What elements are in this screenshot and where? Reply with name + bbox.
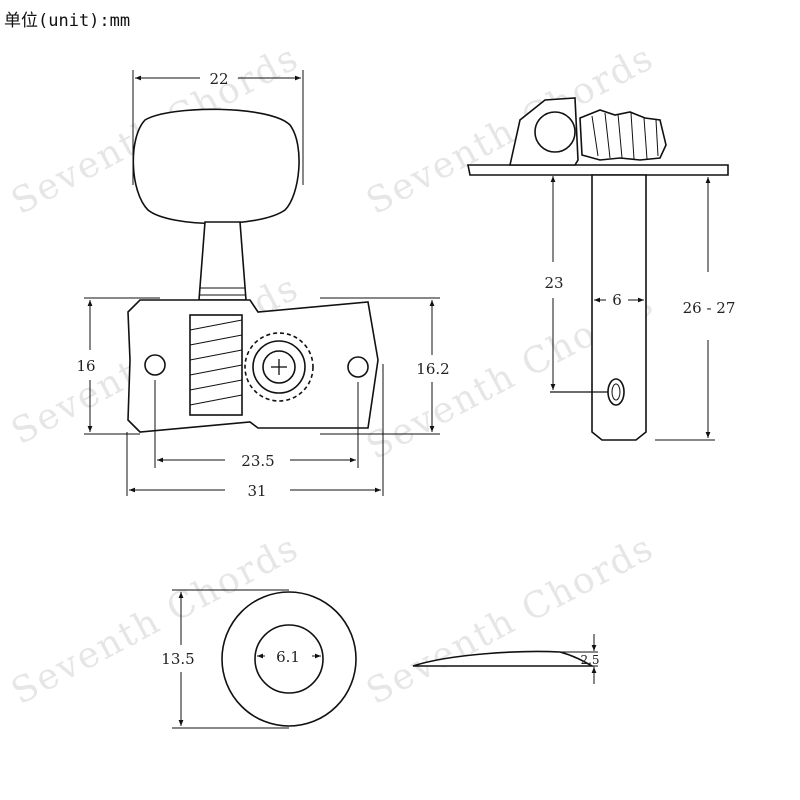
tuner-button [132,108,300,225]
dim-washer-outer: 13.5 [161,589,289,729]
washer-side-view [412,650,596,667]
dim-washer-inner: 6.1 [257,648,321,666]
dim-text-washer-inner: 6.1 [276,648,300,666]
side-gear-hub [534,111,576,153]
dim-text-washer-thickness: 2.5 [580,653,599,667]
dim-text-plate-length: 31 [247,482,266,500]
dim-total-post-length: 26 - 27 [655,177,736,441]
dim-text-total-post-length: 26 - 27 [683,299,736,317]
dim-text-post-diameter: 6 [612,291,622,309]
sprocket-gear [244,332,314,402]
worm-gear [189,314,243,416]
unit-label: 单位(unit):mm [4,11,131,31]
washer-front-view [221,591,357,727]
dim-post-diameter: 6 [594,291,644,309]
dim-text-plate-height-right: 16.2 [416,360,449,378]
dim-hole-spacing: 23.5 [154,380,359,470]
dim-washer-thickness: 2.5 [560,634,600,684]
side-post [591,174,647,441]
tuner-front-view [127,108,379,433]
dim-text-post-length: 23 [544,274,563,292]
dim-text-button-width: 22 [209,70,228,88]
mount-hole-left [144,354,166,376]
side-worm-gear [579,109,667,161]
dim-plate-height-left: 16 [76,297,160,435]
side-base-plate [467,164,729,176]
mount-hole-right [347,356,369,378]
dim-text-plate-height-left: 16 [76,357,95,375]
dim-text-washer-outer: 13.5 [161,650,194,668]
dim-button-width: 22 [132,70,304,185]
watermark-text: Seventh Chords [360,527,661,713]
dim-post-length: 23 [544,176,564,390]
dim-plate-height-right: 16.2 [320,297,450,435]
string-hole [607,378,625,406]
dim-plate-length: 31 [126,364,384,500]
washer-inner-hole [254,624,324,694]
washer-profile [412,650,596,667]
tuner-side-view [467,97,729,441]
dim-text-hole-spacing: 23.5 [241,452,274,470]
